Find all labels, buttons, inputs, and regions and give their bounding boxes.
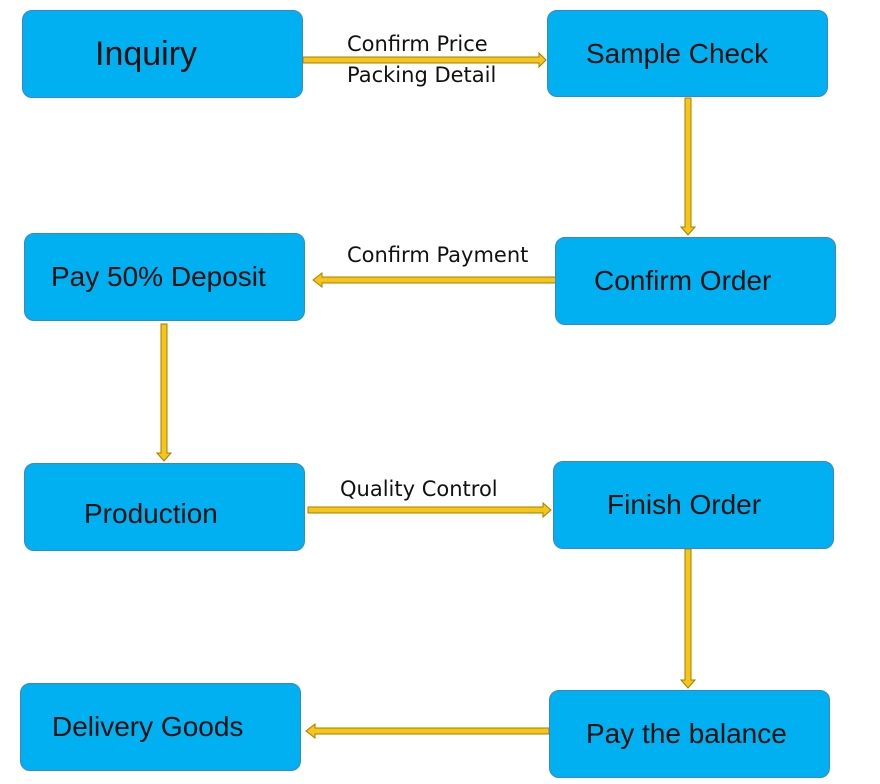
arrow-production-to-finish-order bbox=[307, 501, 552, 519]
step-sample-check: Sample Check bbox=[547, 10, 828, 97]
step-finish-order: Finish Order bbox=[553, 461, 834, 549]
arrow-confirm-order-to-pay-deposit bbox=[312, 271, 557, 289]
step-sample-check-label: Sample Check bbox=[586, 37, 769, 69]
step-pay-deposit-label: Pay 50% Deposit bbox=[51, 261, 266, 292]
connector-label-confirm-price: Confirm Price bbox=[347, 32, 488, 56]
connector-label-quality-control: Quality Control bbox=[340, 477, 498, 501]
step-finish-order-label: Finish Order bbox=[607, 489, 762, 520]
connector-label-packing-detail: Packing Detail bbox=[347, 63, 497, 87]
step-production: Production bbox=[24, 463, 305, 551]
step-confirm-order: Confirm Order bbox=[555, 237, 836, 325]
arrow-inquiry-to-sample-check bbox=[302, 51, 547, 69]
arrow-pay-balance-to-delivery-goods bbox=[305, 722, 550, 740]
step-pay-the-balance-label: Pay the balance bbox=[586, 718, 787, 749]
arrow-sample-check-to-confirm-order bbox=[679, 97, 697, 236]
connector-label-confirm-payment: Confirm Payment bbox=[347, 243, 529, 267]
step-pay-the-balance: Pay the balance bbox=[549, 690, 830, 778]
arrow-pay-deposit-to-production bbox=[155, 323, 173, 462]
step-pay-deposit: Pay 50% Deposit bbox=[24, 233, 305, 321]
step-delivery-goods-label: Delivery Goods bbox=[52, 711, 244, 742]
step-inquiry: Inquiry bbox=[22, 10, 303, 98]
step-delivery-goods: Delivery Goods bbox=[20, 683, 301, 771]
step-inquiry-label: Inquiry bbox=[95, 34, 198, 73]
arrow-finish-order-to-pay-balance bbox=[679, 548, 697, 689]
step-production-label: Production bbox=[84, 498, 218, 529]
step-confirm-order-label: Confirm Order bbox=[594, 265, 772, 296]
